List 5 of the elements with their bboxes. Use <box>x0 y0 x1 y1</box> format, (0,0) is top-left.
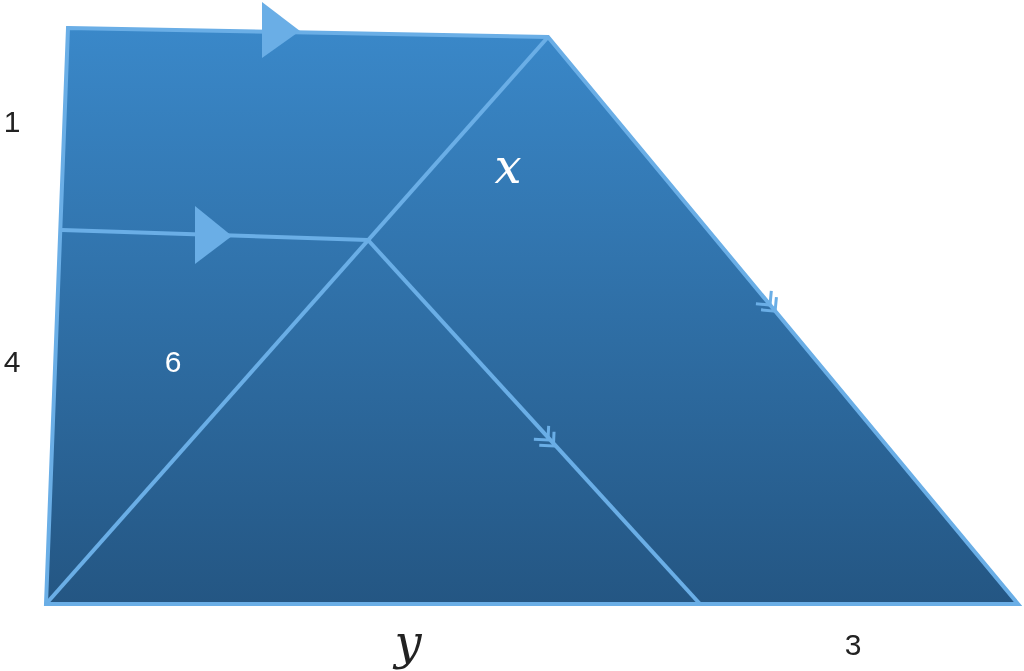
measure-label: 3 <box>844 630 862 660</box>
measure-label: 1 <box>3 107 21 137</box>
measure-label: 6 <box>164 347 182 377</box>
measure-label: x <box>494 142 522 190</box>
measure-label: 4 <box>3 347 21 377</box>
